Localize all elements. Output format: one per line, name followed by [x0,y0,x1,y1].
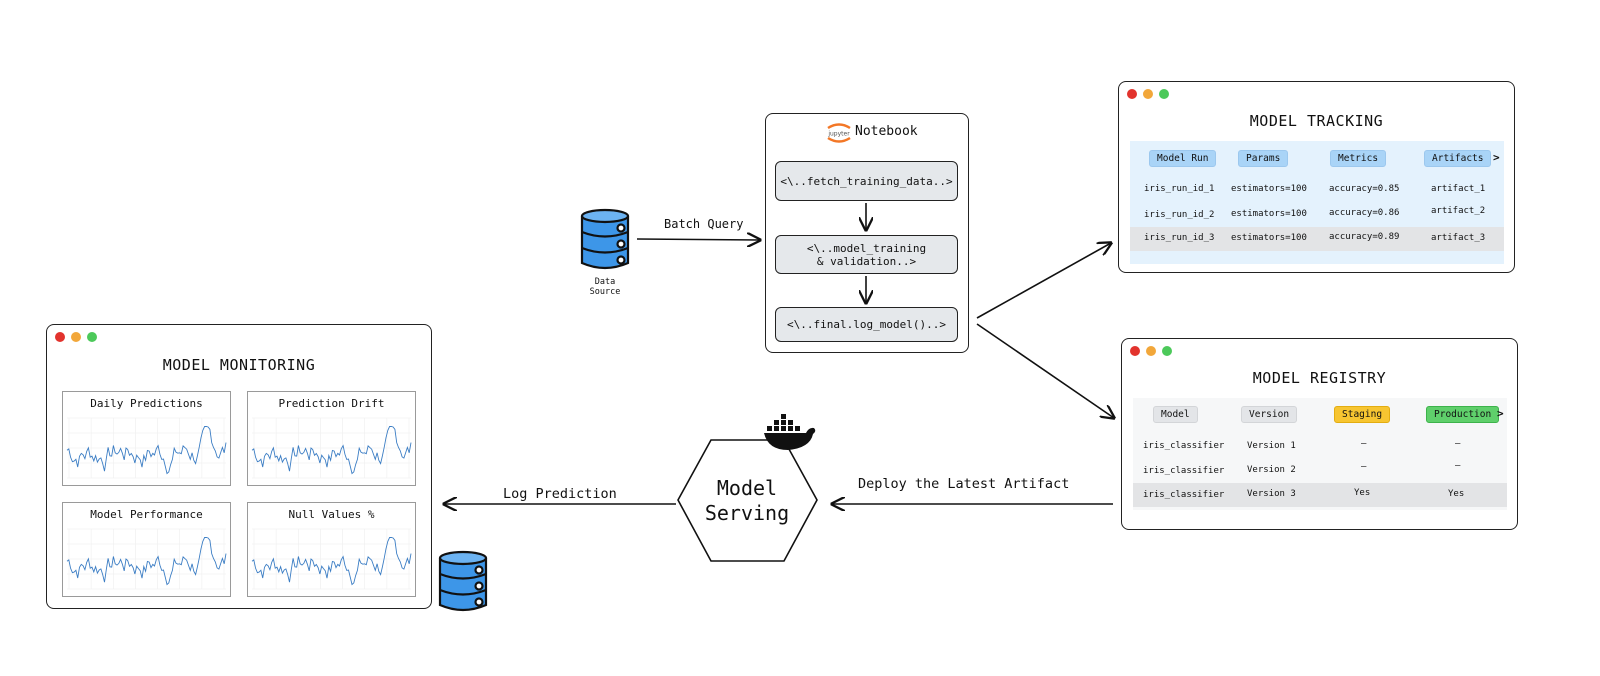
chart-null-values: Null Values % [247,502,416,597]
model-registry-panel: MODEL REGISTRY Model Version Staging Pro… [1121,338,1518,530]
table-cell: – [1455,439,1461,449]
table-cell: Version 2 [1247,465,1296,475]
header-version: Version [1241,406,1298,423]
to-tracking-arrow [976,243,1111,319]
table-cell: Version 3 [1247,489,1296,499]
window-controls [1127,89,1169,99]
table-cell: Yes [1354,488,1371,498]
batch-query-label: Batch Query [664,217,744,231]
log-prediction-label: Log Prediction [503,486,617,502]
chart-title: Model Performance [90,508,203,521]
notebook-title: Notebook [855,124,918,139]
table-cell: iris_run_id_3 [1144,233,1215,243]
jupyter-logo-icon: jupyter [827,123,851,143]
model-registry-title: MODEL REGISTRY [1252,369,1387,387]
model-tracking-title: MODEL TRACKING [1249,112,1384,130]
chart-title: Null Values % [288,508,375,521]
sparkline-chart [251,417,412,479]
table-cell: iris_run_id_1 [1144,184,1215,194]
window-controls [55,332,97,342]
model-monitoring-title: MODEL MONITORING [162,356,316,374]
data-source-database-icon [580,208,630,270]
table-cell: accuracy=0.85 [1329,184,1400,194]
table-cell: artifact_3 [1431,233,1486,243]
table-cell: estimators=100 [1231,233,1307,243]
table-cell: iris_run_id_2 [1144,210,1215,220]
table-cell: Yes [1448,489,1465,499]
header-metrics: Metrics [1330,150,1387,167]
batch-query-arrow [636,239,760,240]
header-production: Production [1426,406,1500,423]
more-columns-icon: > [1497,407,1504,420]
model-tracking-table: Model Run Params Metrics Artifacts > iri… [1130,141,1504,264]
notebook-step-training: <\..model_training& validation..> [775,235,958,274]
table-cell: Version 1 [1247,441,1296,451]
table-cell: iris_classifier [1143,490,1225,500]
notebook-panel: jupyter Notebook <\..fetch_training_data… [765,113,969,353]
table-cell: – [1361,439,1367,449]
model-tracking-panel: MODEL TRACKING Model Run Params Metrics … [1118,81,1515,273]
table-cell: accuracy=0.89 [1329,232,1400,242]
docker-icon [764,414,816,450]
table-cell: artifact_1 [1431,184,1486,194]
header-params: Params [1238,150,1289,167]
chart-title: Prediction Drift [278,397,385,410]
chart-model-performance: Model Performance [62,502,231,597]
to-registry-arrow [976,323,1114,418]
sparkline-chart [66,417,227,479]
table-cell: – [1455,461,1461,471]
deploy-latest-artifact-label: Deploy the Latest Artifact [858,476,1070,492]
prediction-store-database-icon [438,550,488,612]
highlighted-row [1133,483,1507,507]
header-model-run: Model Run [1149,150,1217,167]
sparkline-series [251,537,412,586]
chart-prediction-drift: Prediction Drift [247,391,416,486]
table-cell: estimators=100 [1231,209,1307,219]
table-cell: – [1361,462,1367,472]
more-columns-icon: > [1493,151,1500,164]
model-registry-table: Model Version Staging Production > iris_… [1133,398,1507,510]
svg-text:jupyter: jupyter [827,131,850,138]
table-cell: artifact_2 [1431,206,1486,216]
sparkline-series [251,426,412,475]
notebook-step-log-model: <\..final.log_model()..> [775,307,958,342]
highlighted-row [1130,227,1504,251]
sparkline-series [66,537,227,586]
sparkline-chart [251,528,412,590]
chart-title: Daily Predictions [90,397,203,410]
table-cell: accuracy=0.86 [1329,208,1400,218]
model-monitoring-panel: MODEL MONITORING Daily Predictions Predi… [46,324,432,609]
window-controls [1130,346,1172,356]
header-artifacts: Artifacts [1424,150,1492,167]
chart-daily-predictions: Daily Predictions [62,391,231,486]
table-cell: iris_classifier [1143,466,1225,476]
sparkline-chart [66,528,227,590]
table-cell: estimators=100 [1231,184,1307,194]
table-cell: iris_classifier [1143,441,1225,451]
header-staging: Staging [1334,406,1391,423]
notebook-step-fetch: <\..fetch_training_data..> [775,161,958,201]
sparkline-series [66,426,227,475]
header-model: Model [1153,406,1198,423]
